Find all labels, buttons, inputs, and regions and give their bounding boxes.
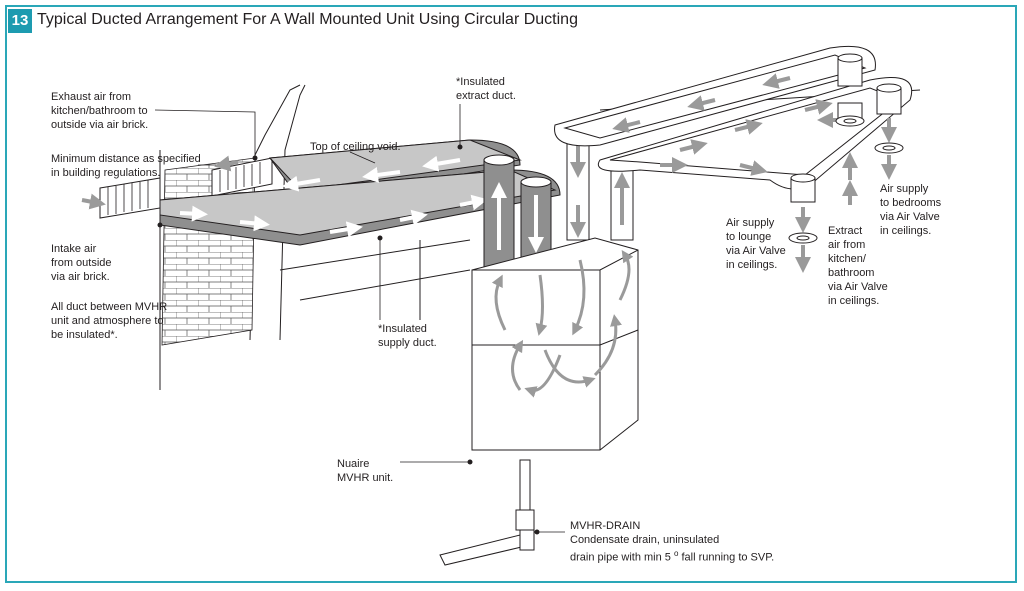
label-insulated-all: All duct between MVHR unit and atmospher… [51,301,168,341]
figure-number: 13 [8,9,32,33]
mvhr-unit [471,237,639,451]
label-extract-kitchen: Extract air from kitchen/ bathroom via A… [828,225,888,307]
label-intake: Intake air from outside via air brick. [51,243,112,283]
label-insulated-extract: *Insulated extract duct. [456,76,516,102]
duct-flow-arrows [179,155,488,238]
label-exhaust: Exhaust air from kitchen/bathroom to out… [51,91,149,131]
label-insulated-supply: *Insulated supply duct. [378,323,437,349]
leader-lines [154,104,565,533]
label-air-bedrooms: Air supply to bedrooms via Air Valve in … [880,183,942,237]
label-min-distance: Minimum distance as specified in buildin… [51,153,201,179]
figure-title: Typical Ducted Arrangement For A Wall Mo… [37,11,578,28]
label-air-lounge: Air supply to lounge via Air Valve in ce… [726,217,786,271]
extract-duct [268,139,522,201]
label-top-ceiling: Top of ceiling void. [310,141,401,153]
label-unit: Nuaire MVHR unit. [337,458,394,484]
condensate-drain [439,459,535,566]
unit-flow-arrows [491,250,634,398]
air-brick-intake [99,177,161,219]
label-drain: MVHR-DRAIN Condensate drain, uninsulated… [570,520,775,564]
figure-frame [5,5,1017,583]
air-valves [788,53,904,244]
